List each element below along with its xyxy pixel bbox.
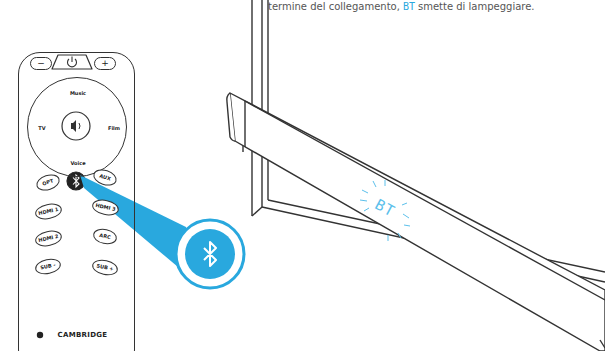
button-label: HDMI 3 [95, 202, 116, 211]
instruction-text: termine del collegamento, [268, 1, 400, 12]
display-code: BT [403, 1, 415, 12]
bluetooth-callout [80, 175, 244, 288]
button-label: OPT [42, 178, 54, 186]
display-text: BT [373, 197, 398, 220]
instruction-text: termine del collegamento,BTsmette di lam… [268, 1, 535, 12]
button-label: HDMI 2 [38, 233, 59, 242]
button-label: SUB + [96, 263, 114, 272]
remote-button: SUB - [34, 256, 63, 276]
ring-label: TV [38, 126, 45, 131]
ring-label: Music [70, 91, 86, 96]
remote-button: SUB + [91, 257, 120, 277]
brand-name: CAMBRIDGE [58, 332, 108, 339]
ring-label: Film [108, 126, 120, 131]
remote-button: HDMI 1 [33, 201, 63, 221]
instruction-text: smette di lampeggiare. [418, 1, 535, 12]
remote-button: ARC [92, 226, 119, 246]
button-label: − [37, 59, 45, 68]
remote-button: HDMI 3 [90, 197, 120, 217]
remote-button: HDMI 2 [33, 228, 63, 248]
remote-buttons [37, 55, 92, 338]
nav-ring: MusicTV FilmVoice [27, 77, 127, 177]
remote-button: + [94, 57, 116, 70]
ring-label: Voice [70, 161, 85, 166]
button-label: + [101, 59, 109, 68]
remote-control: CAMBRIDGE − + MusicTV FilmVoiceOPT AUX HDMI 1 H… [18, 52, 135, 351]
remote-button: AUX [91, 166, 118, 188]
soundbar-outline [227, 93, 605, 351]
button-label: AUX [99, 173, 112, 181]
button-label: ARC [99, 232, 111, 239]
remote-button: − [30, 57, 52, 70]
remote-button: OPT [34, 171, 61, 193]
button-label: SUB - [40, 262, 56, 270]
button-label: HDMI 1 [38, 206, 59, 215]
blink-rays [360, 180, 410, 241]
